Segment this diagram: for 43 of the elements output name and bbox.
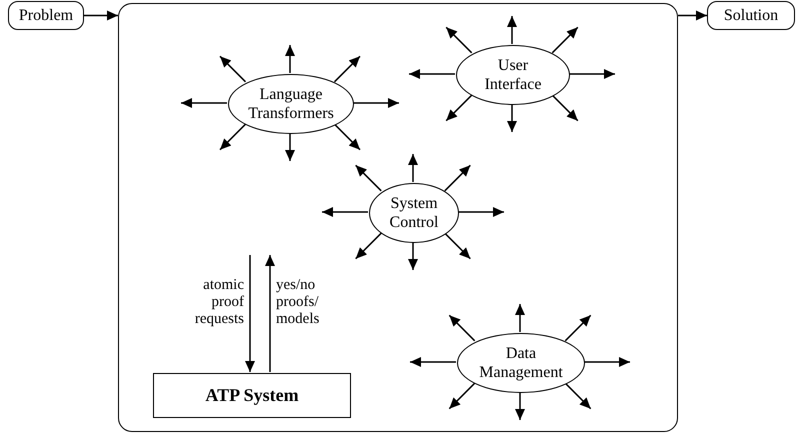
process-box: ATP System — [153, 373, 351, 418]
arrow — [285, 133, 295, 161]
arrow — [219, 124, 246, 150]
arrow — [410, 357, 456, 367]
arrow — [265, 255, 275, 372]
arrow — [515, 392, 525, 420]
terminal-box: Problem — [8, 1, 84, 30]
arrow — [355, 164, 382, 192]
arrow — [444, 232, 471, 260]
arrow — [569, 69, 615, 79]
arrow — [507, 104, 517, 132]
arrow — [448, 314, 476, 342]
arrow — [408, 154, 418, 182]
arrow — [353, 98, 399, 108]
component-ellipse: Language Transformers — [228, 74, 354, 134]
arrow — [564, 382, 592, 410]
arrow — [334, 124, 361, 150]
arrow — [564, 314, 592, 342]
arrow — [552, 26, 578, 54]
arrow — [678, 10, 707, 20]
arrow — [552, 94, 578, 122]
arrow — [334, 56, 361, 82]
arrow — [285, 45, 295, 73]
arrow — [458, 207, 504, 217]
arrow — [245, 255, 255, 372]
component-ellipse: System Control — [369, 183, 459, 243]
arrow — [584, 357, 630, 367]
component-ellipse: User Interface — [456, 45, 570, 105]
component-ellipse: Data Management — [457, 333, 585, 393]
arrow — [444, 164, 471, 192]
arrow — [219, 56, 246, 82]
arrow — [408, 242, 418, 270]
arrow — [181, 98, 227, 108]
arrow — [515, 304, 525, 332]
arrow — [409, 69, 455, 79]
arrow — [507, 16, 517, 44]
terminal-box: Solution — [707, 1, 795, 30]
arrow — [446, 94, 472, 122]
arrow — [448, 382, 476, 410]
arrow — [322, 207, 368, 217]
arrow — [355, 232, 382, 260]
arrow — [84, 10, 118, 20]
arrow — [446, 26, 472, 54]
